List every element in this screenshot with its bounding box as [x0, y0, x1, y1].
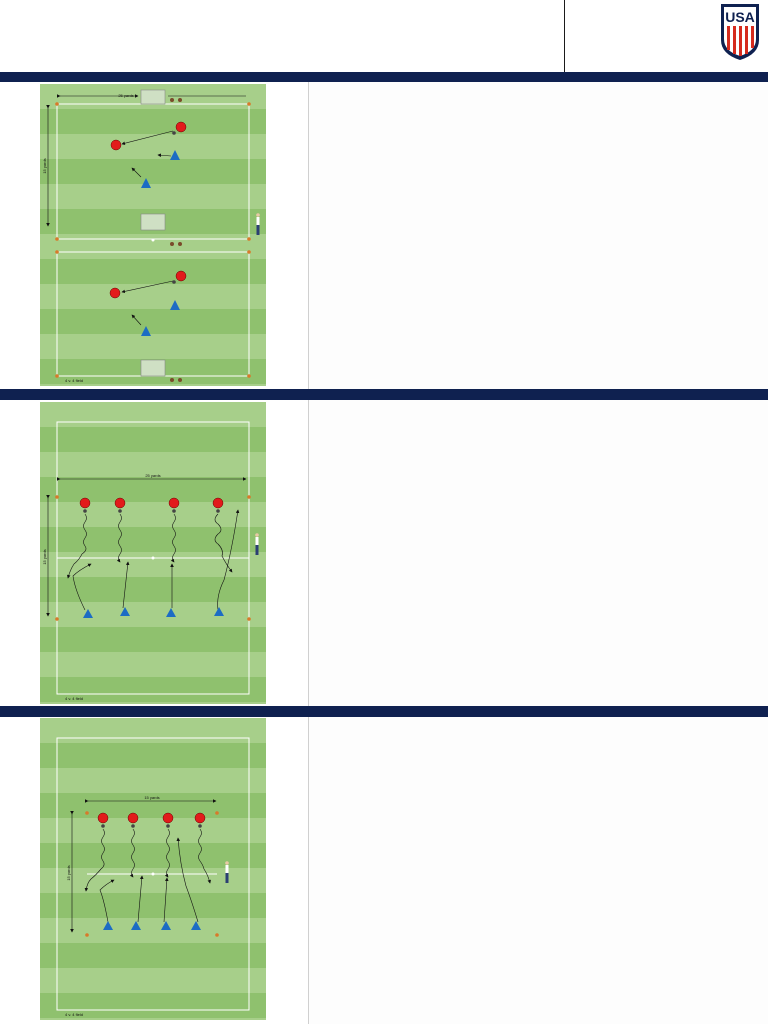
red-player: [175, 270, 187, 282]
move-arrow: [157, 153, 172, 158]
blue-cone: [170, 150, 180, 160]
ball: [170, 378, 174, 382]
center-mark: [151, 238, 155, 242]
blue-cone: [141, 178, 151, 188]
field-label: 4 v. 4 field: [65, 696, 83, 701]
red-player: [114, 497, 126, 509]
page-header: USA: [0, 0, 768, 72]
length-label: 15 yards: [66, 865, 71, 880]
return-paths: [99, 837, 199, 923]
red-player: [162, 812, 174, 824]
description-cell-1: [309, 82, 768, 389]
corner-cones: [85, 811, 219, 937]
length-label: 15 yards: [42, 549, 47, 564]
field-surface: [40, 84, 266, 386]
blue-cone: [170, 300, 180, 310]
ball: [170, 242, 174, 246]
pass-arrow: [121, 280, 174, 294]
dribble-paths: [84, 828, 212, 892]
field-lines: [56, 737, 250, 1011]
diagram-3: 15 yards 15 yards 4 v. 4 field: [40, 718, 266, 1020]
red-player: [127, 812, 139, 824]
section-band-2: [0, 389, 768, 400]
ball: [178, 98, 182, 102]
ball: [178, 378, 182, 382]
corner-cones: [55, 495, 251, 621]
move-arrow: [131, 167, 142, 178]
center-mark: [151, 872, 155, 876]
red-player: [194, 812, 206, 824]
dribble-paths: [66, 513, 233, 579]
red-player: [175, 121, 187, 133]
corner-cones: [55, 102, 251, 378]
us-soccer-crest-icon: USA: [721, 4, 759, 60]
goal: [140, 89, 166, 105]
blue-cone: [141, 326, 151, 336]
length-label: 15 yards: [42, 158, 47, 173]
coach-figure: [225, 861, 229, 883]
move-arrow: [131, 314, 142, 326]
logo-text: USA: [725, 9, 755, 25]
red-player: [110, 139, 122, 151]
field-surface: [40, 402, 266, 704]
width-label: 25 yards: [145, 473, 160, 478]
return-paths: [72, 509, 240, 611]
red-player: [109, 287, 121, 299]
ball: [178, 242, 182, 246]
description-cell-3: [309, 717, 768, 1024]
pass-arrow: [121, 130, 174, 146]
coach-figure: [255, 533, 259, 555]
blue-cones: [103, 921, 201, 930]
blue-cones: [83, 607, 224, 618]
balls: [83, 509, 220, 513]
field-label: 4 v. 4 field: [65, 378, 83, 383]
goal: [140, 359, 166, 377]
field-label: 4 v. 4 field: [65, 1012, 83, 1017]
ball: [172, 131, 176, 135]
diagram-2: 25 yards 15 yards 4 v. 4 field: [40, 402, 266, 704]
coach-figure: [256, 213, 260, 235]
section-band-1: [0, 72, 768, 82]
width-label: 15 yards: [144, 795, 159, 800]
center-mark: [151, 556, 155, 560]
header-divider: [564, 0, 565, 72]
goal: [140, 213, 166, 231]
diagram-1: 25 yards 15 yards 4 v. 4 field: [40, 84, 266, 386]
ball: [172, 280, 176, 284]
balls: [101, 824, 202, 828]
red-player: [97, 812, 109, 824]
red-player: [212, 497, 224, 509]
red-player: [168, 497, 180, 509]
section-band-3: [0, 706, 768, 717]
width-label: 25 yards: [118, 93, 133, 98]
field-surface: [40, 718, 266, 1020]
ball: [170, 98, 174, 102]
description-cell-2: [309, 400, 768, 706]
red-player: [79, 497, 91, 509]
